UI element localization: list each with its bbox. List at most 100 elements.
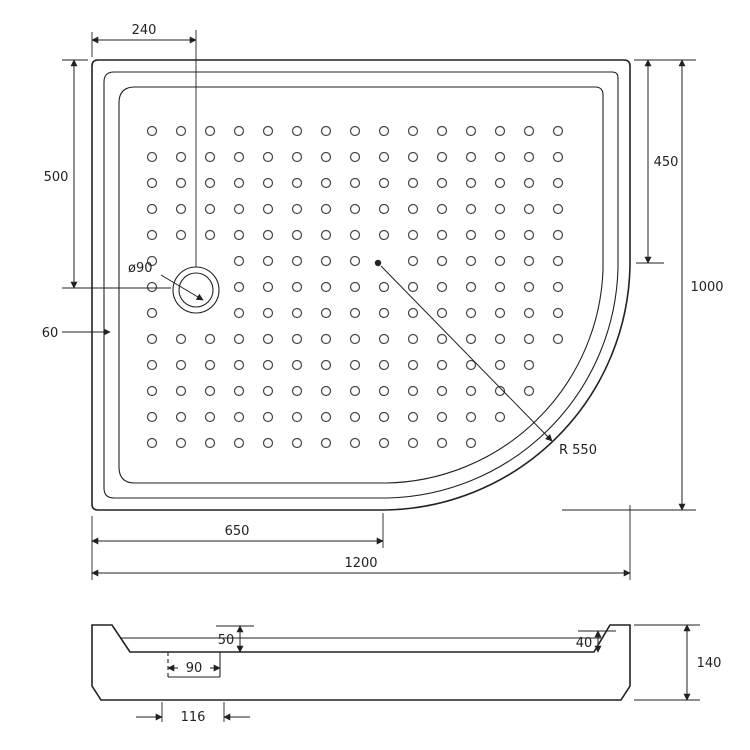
antislip-dot xyxy=(552,281,564,293)
antislip-dot xyxy=(146,411,158,423)
antislip-dot xyxy=(465,333,477,345)
antislip-dot xyxy=(349,307,361,319)
antislip-dot xyxy=(262,151,274,163)
antislip-dot xyxy=(146,177,158,189)
antislip-dot xyxy=(204,411,216,423)
dimension-116: 116 xyxy=(136,702,250,725)
antislip-dot xyxy=(262,125,274,137)
antislip-dot xyxy=(291,229,303,241)
antislip-dot xyxy=(262,411,274,423)
antislip-dot xyxy=(233,437,245,449)
antislip-dot xyxy=(262,333,274,345)
antislip-dot xyxy=(465,125,477,137)
antislip-dot xyxy=(349,151,361,163)
antislip-dot xyxy=(349,177,361,189)
antislip-dot xyxy=(262,359,274,371)
antislip-dot xyxy=(494,359,506,371)
antislip-dot xyxy=(465,229,477,241)
antislip-dot xyxy=(320,307,332,319)
antislip-dot xyxy=(320,437,332,449)
antislip-dot xyxy=(175,151,187,163)
antislip-dot xyxy=(349,359,361,371)
drain-circle-outer xyxy=(172,266,220,314)
antislip-dot xyxy=(378,385,390,397)
antislip-dot xyxy=(175,385,187,397)
antislip-dot xyxy=(146,359,158,371)
antislip-dot xyxy=(175,177,187,189)
dim-label-60: 60 xyxy=(42,326,59,341)
dimension-500: 500 xyxy=(44,59,171,289)
antislip-dot xyxy=(436,255,448,267)
dimension-60: 60 xyxy=(42,326,111,341)
antislip-dot xyxy=(233,125,245,137)
top-view: 240 500 60 450 1000 xyxy=(42,23,724,580)
antislip-dot xyxy=(407,437,419,449)
antislip-dot xyxy=(146,229,158,241)
antislip-dot xyxy=(175,229,187,241)
dimension-1200: 1200 xyxy=(91,505,631,580)
antislip-dot xyxy=(204,203,216,215)
antislip-dot xyxy=(291,125,303,137)
antislip-dot xyxy=(407,177,419,189)
antislip-dot xyxy=(494,151,506,163)
antislip-dot xyxy=(291,203,303,215)
antislip-dot xyxy=(146,203,158,215)
antislip-dot xyxy=(320,333,332,345)
antislip-dot xyxy=(523,229,535,241)
antislip-dot xyxy=(146,307,158,319)
antislip-dot xyxy=(320,385,332,397)
antislip-dot xyxy=(262,437,274,449)
antislip-dot xyxy=(552,229,564,241)
antislip-dot xyxy=(146,151,158,163)
antislip-dot xyxy=(494,203,506,215)
antislip-dot xyxy=(233,229,245,241)
antislip-dot xyxy=(175,437,187,449)
antislip-dot xyxy=(349,437,361,449)
antislip-dot xyxy=(436,385,448,397)
antislip-dot xyxy=(494,307,506,319)
antislip-dot xyxy=(523,255,535,267)
antislip-dot xyxy=(291,151,303,163)
antislip-dot xyxy=(407,411,419,423)
antislip-dot xyxy=(262,203,274,215)
dimension-50: 50 xyxy=(216,625,254,653)
antislip-dot xyxy=(552,203,564,215)
antislip-dot xyxy=(320,125,332,137)
dimension-650: 650 xyxy=(91,513,384,548)
antislip-dot xyxy=(436,437,448,449)
antislip-dot xyxy=(407,359,419,371)
antislip-dot xyxy=(233,177,245,189)
antislip-dot xyxy=(523,125,535,137)
antislip-dot xyxy=(378,281,390,293)
tray-outline-basin xyxy=(118,86,604,484)
dimension-450: 450 xyxy=(636,59,678,264)
antislip-dot xyxy=(465,177,477,189)
antislip-dot xyxy=(204,125,216,137)
section-view: 50 40 140 90 116 xyxy=(91,624,721,725)
antislip-dot xyxy=(204,333,216,345)
antislip-dot xyxy=(465,151,477,163)
antislip-dot xyxy=(494,177,506,189)
antislip-dot xyxy=(465,437,477,449)
antislip-dot xyxy=(407,151,419,163)
antislip-dot xyxy=(320,359,332,371)
antislip-dot xyxy=(291,333,303,345)
antislip-dot xyxy=(175,333,187,345)
antislip-dot xyxy=(262,281,274,293)
antislip-dot xyxy=(291,177,303,189)
antislip-dot xyxy=(523,385,535,397)
antislip-dot xyxy=(349,281,361,293)
dimension-90: 90 xyxy=(167,661,221,676)
antislip-dot xyxy=(320,281,332,293)
antislip-dot xyxy=(320,229,332,241)
dim-label-116: 116 xyxy=(181,710,206,725)
antislip-dot xyxy=(320,177,332,189)
antislip-dot xyxy=(320,151,332,163)
antislip-dot xyxy=(494,255,506,267)
antislip-dot xyxy=(407,333,419,345)
antislip-dot xyxy=(378,229,390,241)
antislip-dot xyxy=(291,437,303,449)
section-outline xyxy=(91,624,631,701)
dim-label-500: 500 xyxy=(44,170,69,185)
